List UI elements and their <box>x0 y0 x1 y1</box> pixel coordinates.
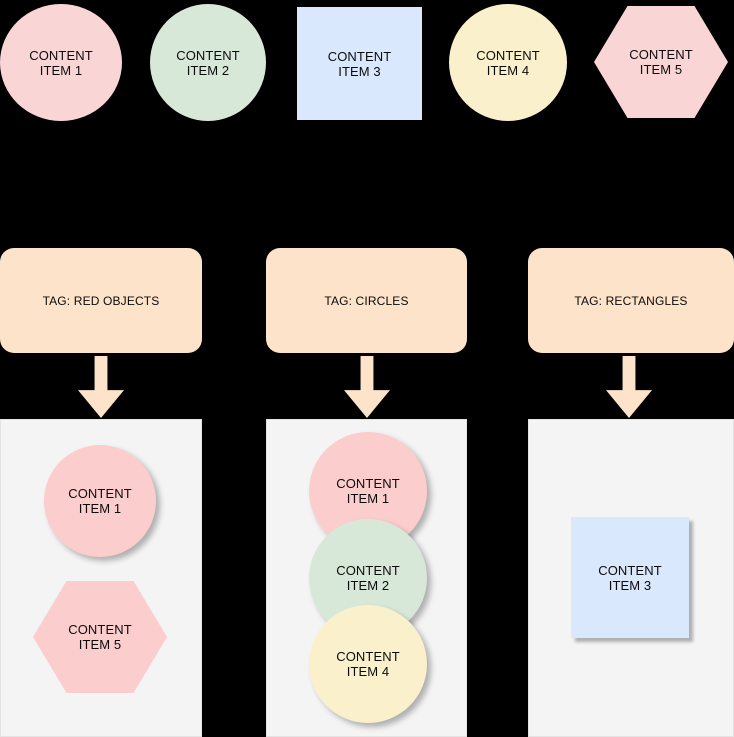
result-shape-label: CONTENT ITEM 1 <box>336 476 400 506</box>
arrow-rectangles-down-arrow-icon <box>606 356 652 418</box>
source-shape-item-3: CONTENT ITEM 3 <box>297 7 422 120</box>
source-shape-item-1: CONTENT ITEM 1 <box>0 4 122 121</box>
source-shape-label: CONTENT ITEM 3 <box>327 48 392 79</box>
result-shape-label: CONTENT ITEM 3 <box>598 562 662 593</box>
result-shape-result-item-4: CONTENT ITEM 4 <box>309 605 427 723</box>
result-shape-label: CONTENT ITEM 4 <box>336 649 400 679</box>
result-shape-result-item-5: CONTENT ITEM 5 <box>33 581 167 693</box>
source-shape-label: CONTENT ITEM 1 <box>29 47 93 78</box>
source-shape-label: CONTENT ITEM 2 <box>176 47 240 78</box>
source-shape-label: CONTENT ITEM 5 <box>629 47 693 77</box>
result-shape-label: CONTENT ITEM 5 <box>68 622 132 652</box>
tag-label: TAG: RECTANGLES <box>574 293 688 308</box>
arrow-red-objects-down-arrow-icon <box>78 356 124 418</box>
result-shape-result-item-1: CONTENT ITEM 1 <box>44 445 156 557</box>
arrow-circles-down-arrow-icon <box>344 356 390 418</box>
result-shape-label: CONTENT ITEM 2 <box>336 563 400 593</box>
tag-label: TAG: CIRCLES <box>324 293 409 308</box>
tag-label: TAG: RED OBJECTS <box>42 293 160 308</box>
source-shape-item-2: CONTENT ITEM 2 <box>150 4 266 121</box>
tag-red-objects[interactable]: TAG: RED OBJECTS <box>0 248 202 353</box>
tag-rectangles[interactable]: TAG: RECTANGLES <box>528 248 734 353</box>
tag-circles[interactable]: TAG: CIRCLES <box>266 248 467 353</box>
source-shape-label: CONTENT ITEM 4 <box>476 47 540 78</box>
result-shape-label: CONTENT ITEM 1 <box>68 486 132 516</box>
source-shape-item-4: CONTENT ITEM 4 <box>449 4 567 121</box>
result-shape-result-item-3: CONTENT ITEM 3 <box>571 517 689 638</box>
source-shape-item-5: CONTENT ITEM 5 <box>594 6 728 118</box>
